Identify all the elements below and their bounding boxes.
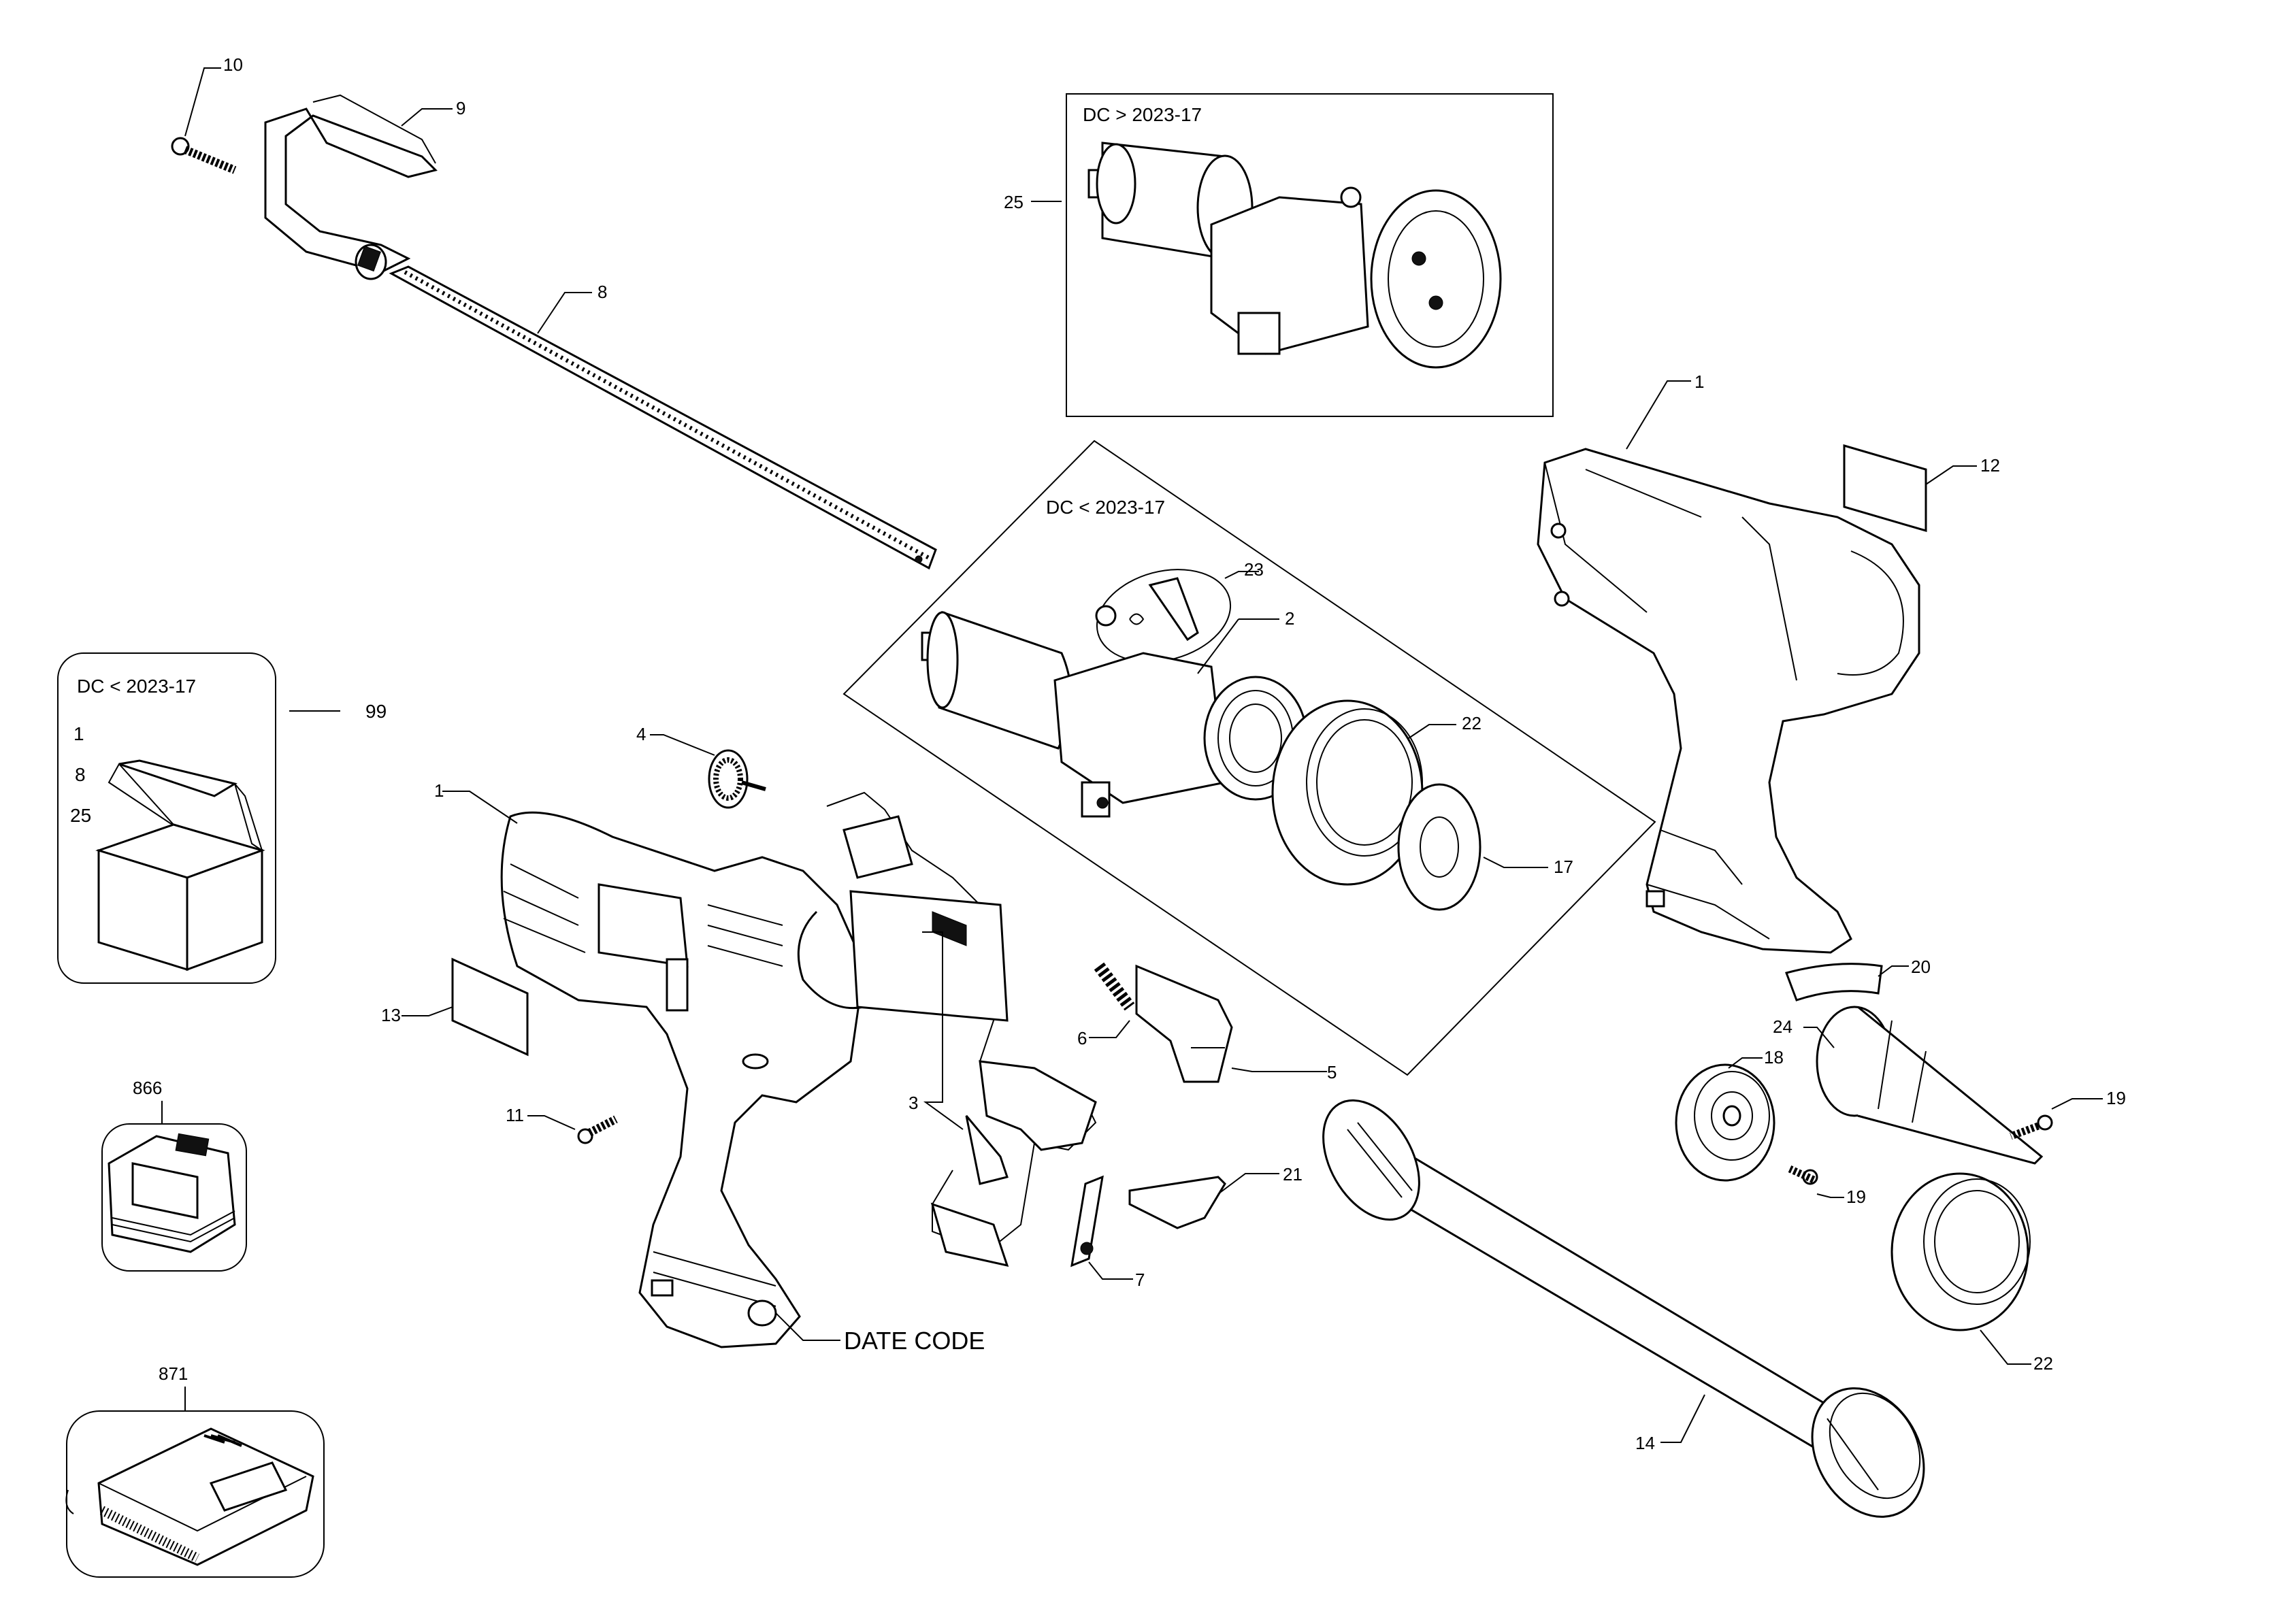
part-3-switch-harness — [826, 791, 1097, 1267]
part-18-piston — [1675, 1063, 1775, 1182]
kit-item-1: 1 — [73, 723, 84, 744]
callout-24: 24 — [1773, 1016, 1792, 1037]
callout-8: 8 — [597, 282, 607, 302]
callout-14: 14 — [1635, 1433, 1655, 1453]
kit-box-icon — [95, 759, 265, 972]
kit-item-2: 8 — [75, 764, 86, 785]
part-20-label — [1785, 963, 1883, 1001]
part-14-tube — [1322, 1099, 1925, 1518]
part-1-housing-left — [500, 811, 866, 1348]
part-9-rod-handle — [264, 94, 438, 280]
part-17-plunger — [1397, 783, 1481, 911]
part-5-slide — [1135, 964, 1233, 1083]
callout-866: 866 — [133, 1078, 162, 1098]
callout-6: 6 — [1077, 1028, 1087, 1048]
callout-17: 17 — [1554, 857, 1573, 877]
battery-inset-box — [101, 1123, 247, 1272]
callout-23: 23 — [1244, 559, 1264, 580]
date-code-label: DATE CODE — [844, 1327, 985, 1355]
callout-871: 871 — [159, 1363, 188, 1384]
kit-box-title: DC < 2023-17 — [77, 676, 196, 697]
callout-21: 21 — [1283, 1164, 1303, 1184]
part-4-gear — [708, 749, 766, 809]
part-19-screw-right — [2010, 1114, 2053, 1140]
callout-1-left: 1 — [434, 780, 444, 801]
callout-7: 7 — [1135, 1270, 1145, 1290]
part-8-rack — [389, 265, 937, 570]
callout-1-top: 1 — [1695, 371, 1704, 392]
callout-10: 10 — [223, 54, 243, 75]
callout-4: 4 — [636, 724, 646, 744]
part-22-collar-upper — [1271, 699, 1424, 886]
callout-19-mid: 19 — [1846, 1187, 1866, 1207]
part-1-housing-right — [1537, 448, 1920, 954]
callout-99: 99 — [365, 701, 387, 722]
top-variant-box — [1066, 93, 1554, 417]
callout-19-right: 19 — [2106, 1088, 2126, 1108]
mid-box-title: DC < 2023-17 — [1046, 497, 1165, 518]
callout-11: 11 — [506, 1105, 524, 1125]
motor-gearbox-assembly-new — [1087, 142, 1502, 369]
battery-pack-icon — [108, 1133, 236, 1253]
part-23-lever — [1095, 577, 1199, 642]
part-6-spring — [1094, 962, 1135, 1011]
callout-5: 5 — [1327, 1062, 1337, 1082]
callout-18: 18 — [1764, 1047, 1784, 1067]
callout-13: 13 — [381, 1005, 401, 1025]
part-12-label — [1843, 444, 1927, 532]
callout-22-upper: 22 — [1462, 713, 1481, 733]
kit-box — [57, 652, 276, 984]
mid-variant-box — [842, 440, 1656, 1076]
callout-9: 9 — [456, 98, 465, 118]
callout-2: 2 — [1285, 608, 1294, 629]
switch-lever-inset — [1096, 569, 1232, 663]
part-24-nozzle — [1816, 1006, 2044, 1165]
callout-20: 20 — [1911, 957, 1931, 977]
part-19-screw-mid — [1788, 1165, 1818, 1185]
callout-3: 3 — [908, 1093, 918, 1113]
callout-22-lower: 22 — [2033, 1353, 2053, 1374]
callout-25: 25 — [1004, 192, 1024, 212]
part-22-collar-lower — [1890, 1172, 2031, 1331]
part-7-bracket — [1070, 1175, 1104, 1267]
part-21-pad — [1128, 1176, 1226, 1229]
charger-icon — [65, 1427, 314, 1566]
part-10-screw — [171, 137, 237, 174]
part-13-label — [451, 957, 529, 1057]
kit-item-3: 25 — [70, 805, 91, 826]
top-box-title: DC > 2023-17 — [1083, 104, 1202, 125]
callout-12: 12 — [1980, 455, 2000, 476]
part-11-screw — [577, 1115, 618, 1144]
